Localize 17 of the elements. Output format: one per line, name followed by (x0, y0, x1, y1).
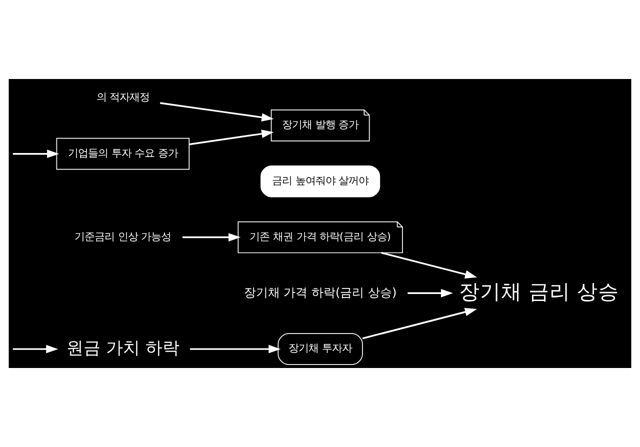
arrow (12, 150, 60, 158)
node-text: 의 적자재정 (96, 92, 150, 104)
arrow (12, 344, 58, 354)
node-box: 장기채 투자자 (278, 333, 363, 365)
node-box: 금리 높여줘야 살꺼야 (260, 165, 380, 198)
arrow (362, 308, 478, 340)
node-text: 기준금리 인상 가능성 (74, 230, 172, 243)
node-text: 장기채 금리 상승 (459, 280, 620, 304)
arrow (190, 344, 281, 354)
arrow (182, 233, 241, 242)
arrow (381, 252, 478, 278)
node-text: 장기채 가격 하락(금리 상승) (244, 285, 397, 300)
arrow (160, 102, 274, 122)
node-text: 원금 가치 하락 (66, 338, 180, 358)
arrow (189, 130, 274, 146)
node-box: 기업들의 투자 수요 증가 (56, 138, 190, 170)
arrow (408, 288, 454, 298)
